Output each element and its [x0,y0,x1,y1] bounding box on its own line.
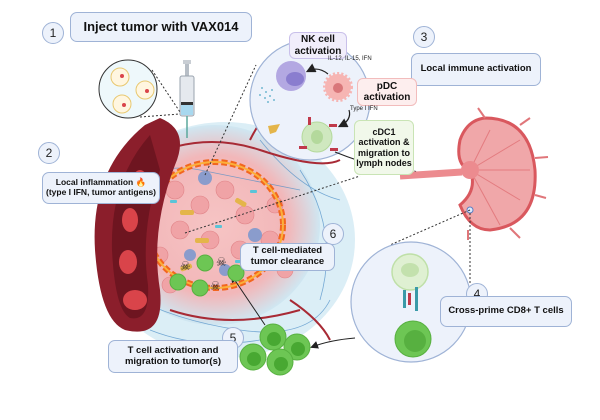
cytokines-label: IL-12, IL-15, IFN [328,56,372,62]
cdc1-line1: cDC1 [372,126,396,137]
step-2-number: 2 [38,142,60,164]
syringe-icon [179,60,195,138]
cdc1-line3: migration to [358,147,410,158]
type-i-ifn-label: Type I IFN [350,106,378,112]
step-4-text: Cross-prime CD8+ T cells [448,305,564,317]
step-5-text-line1: T cell activation and [127,344,219,356]
step-2-text-line1: Local inflammation [55,177,134,188]
step-1-number: 1 [42,22,64,44]
cdc1-line2: activation & [358,137,410,148]
pdc-line1: pDC [376,80,398,92]
step-4-label: Cross-prime CD8+ T cells [440,296,572,327]
activated-t-cells [230,274,311,376]
cdc1-activation-label: cDC1 activation & migration to lymph nod… [354,120,414,175]
skull-icon: ☠ ☠ ☠ [180,255,227,293]
step-3-text: Local immune activation [420,63,532,75]
step-6-text-line1: T cell-mediated [252,245,323,257]
step-6-label: T cell-mediated tumor clearance [240,243,335,271]
step-6-text-line2: tumor clearance [250,256,325,267]
lymph-node [389,107,549,285]
cross-priming-inset [310,241,472,363]
svg-text:☠: ☠ [180,259,191,273]
svg-text:☠: ☠ [216,255,227,269]
vax014-particles-inset [98,59,181,119]
step-2-text-line2: (type I IFN, tumor antigens) [45,187,157,197]
pdc-line2: activation [363,92,411,103]
step-1-label: Inject tumor with VAX014 [70,12,252,42]
step-3-number: 3 [413,26,435,48]
pdc-activation-label: pDC activation [357,78,417,106]
step-5-label: T cell activation and migration to tumor… [108,340,238,373]
svg-text:☠: ☠ [210,279,221,293]
step-1-text: Inject tumor with VAX014 [83,18,239,34]
step-6-number: 6 [322,223,344,245]
nk-line2: activation [294,45,342,57]
step-5-text-line2: migration to tumor(s) [124,355,222,367]
nk-line1: NK cell [301,34,335,45]
fire-icon: 🔥 [135,177,147,188]
nk-activation-label: NK cell activation [289,32,347,59]
step-3-label: Local immune activation [411,53,541,86]
step-2-label: Local inflammation 🔥 (type I IFN, tumor … [42,172,160,204]
antigen-fragments [180,198,247,272]
cdc1-line4: lymph nodes [356,157,412,168]
tumor-clearance-cells: ☠ ☠ ☠ [169,254,245,297]
immune-cells [184,171,262,276]
